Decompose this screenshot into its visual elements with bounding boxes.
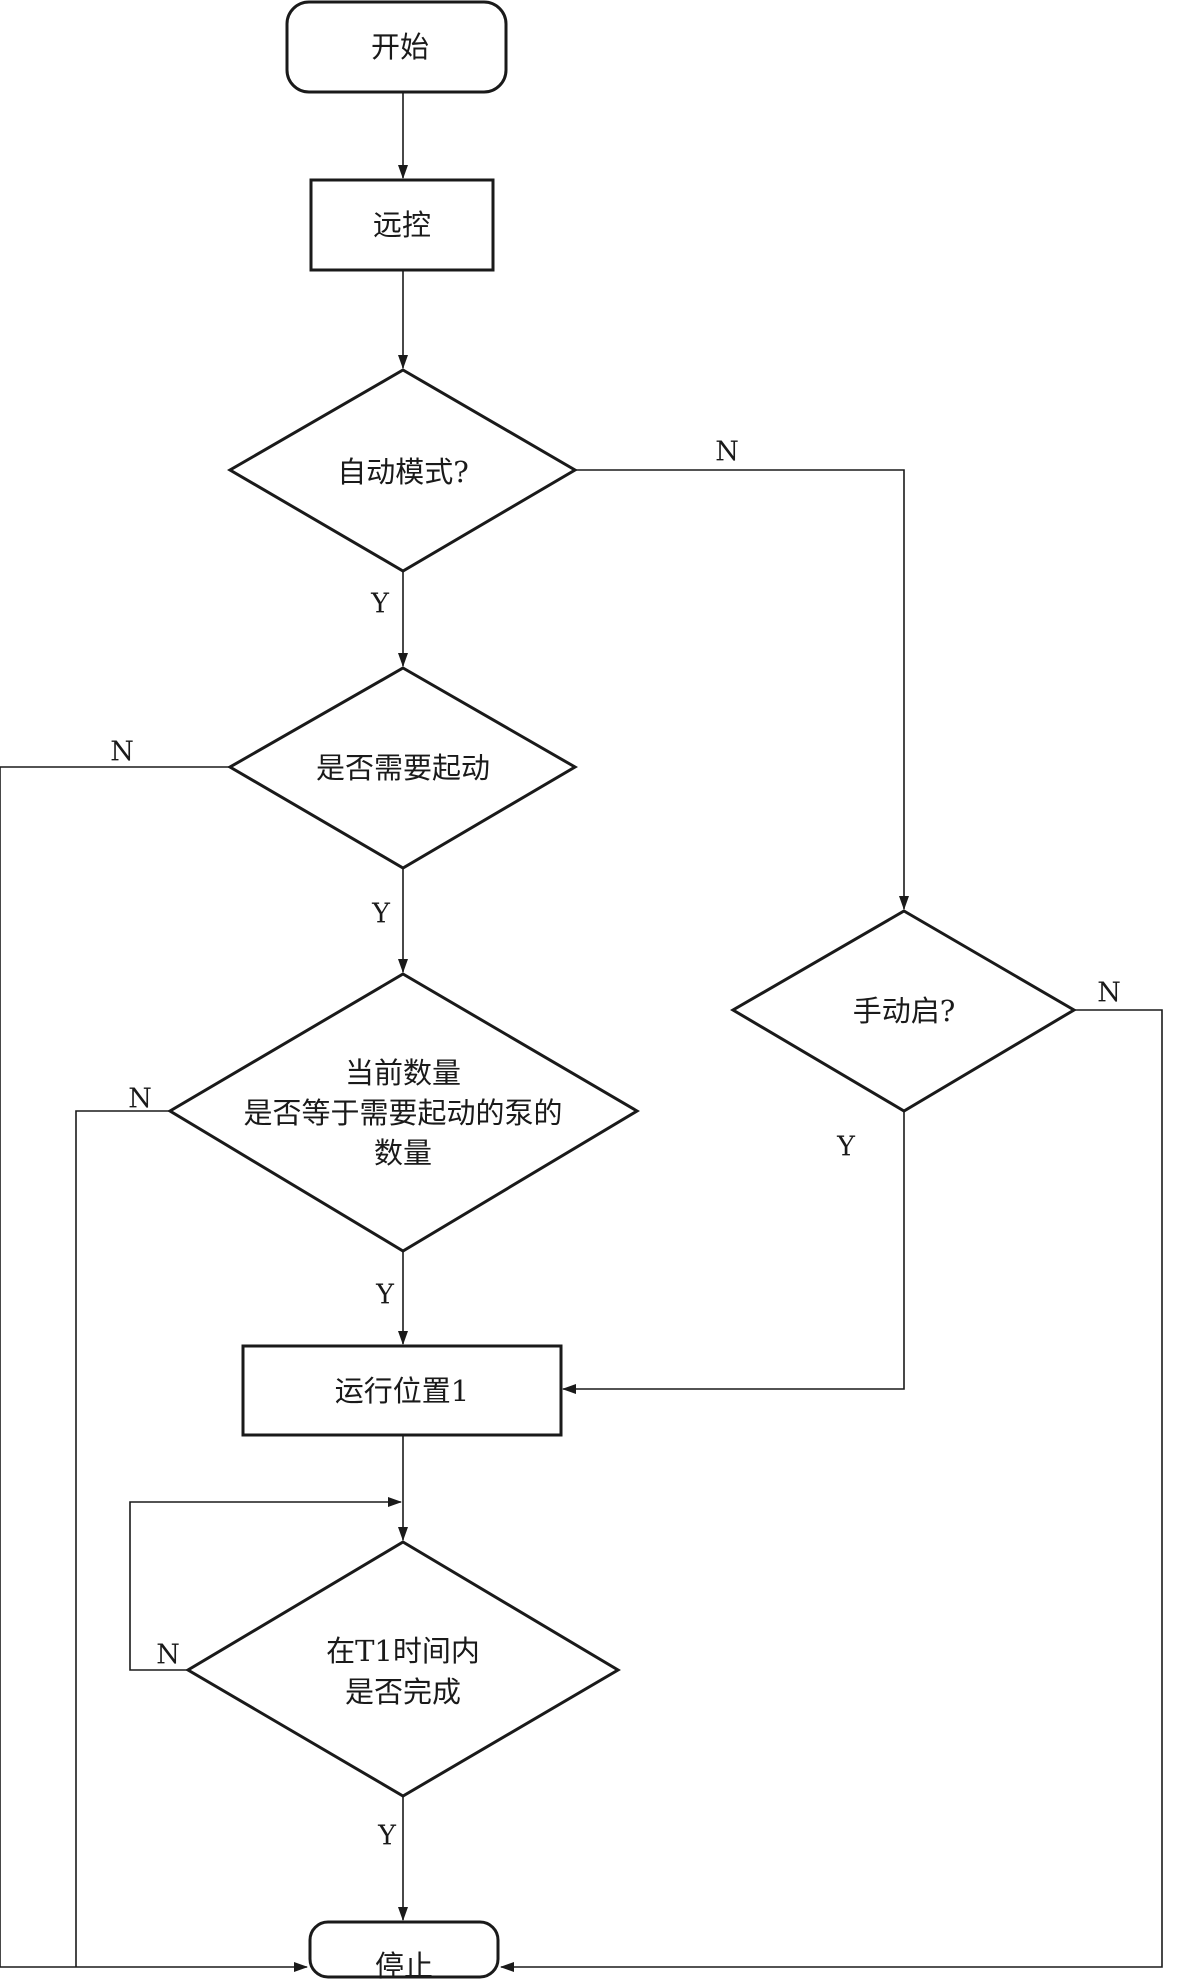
- manual-start-label: 手动启?: [853, 994, 956, 1028]
- run-position-process-shape: [241, 1344, 563, 1437]
- count-check-label-line-2: 是否等于需要起动的泵的: [243, 1096, 562, 1130]
- node-complete-check: 在T1时间内 是否完成: [185, 1540, 621, 1798]
- complete-check-decision-shape: [185, 1540, 621, 1798]
- need-start-no-label: N: [110, 737, 134, 768]
- edge-manual-no: [500, 1009, 1163, 1972]
- node-auto-mode: 自动模式?: [227, 368, 578, 573]
- node-manual-start: 手动启?: [730, 909, 1077, 1113]
- node-remote: 远控: [309, 178, 495, 272]
- manual-start-decision-shape: [730, 909, 1077, 1113]
- stop-terminal-shape: [308, 1920, 500, 1979]
- edge-count-no: [75, 1110, 170, 1967]
- complete-check-label-line-1: 在T1时间内: [326, 1634, 480, 1668]
- need-start-decision-shape: [227, 666, 578, 870]
- manual-no-label: N: [1097, 978, 1121, 1009]
- edge-labels: N Y N Y N Y N Y N Y: [110, 437, 1121, 1852]
- auto-mode-no-label: N: [715, 437, 739, 468]
- complete-no-label: N: [156, 1640, 180, 1671]
- auto-mode-yes-label: Y: [370, 589, 390, 620]
- node-start: 开始: [285, 0, 508, 94]
- count-yes-label: Y: [375, 1280, 395, 1311]
- start-label: 开始: [371, 30, 429, 64]
- node-stop: 停止: [308, 1920, 500, 1979]
- start-terminal-shape: [285, 0, 508, 94]
- auto-mode-decision-shape: [227, 368, 578, 573]
- count-check-label-line-1: 当前数量: [345, 1056, 461, 1090]
- need-start-label: 是否需要起动: [316, 751, 490, 785]
- count-check-decision-shape: [167, 972, 640, 1253]
- stop-label: 停止: [375, 1949, 433, 1979]
- remote-process-shape: [309, 178, 495, 272]
- node-run-position: 运行位置1: [241, 1344, 563, 1437]
- complete-yes-label: Y: [377, 1821, 397, 1852]
- complete-check-label-line-2: 是否完成: [345, 1675, 461, 1709]
- edge-auto-mode-no: [575, 469, 909, 910]
- edge-need-start-no: [0, 766, 230, 1967]
- run-position-label: 运行位置1: [335, 1374, 469, 1408]
- auto-mode-label: 自动模式?: [337, 455, 469, 489]
- need-start-yes-label: Y: [371, 899, 391, 930]
- edge-manual-yes: [562, 1111, 905, 1394]
- count-no-label: N: [128, 1084, 152, 1115]
- manual-yes-label: Y: [836, 1132, 856, 1163]
- count-check-label-line-3: 数量: [374, 1136, 432, 1170]
- remote-label: 远控: [373, 208, 431, 242]
- node-count-check: 当前数量 是否等于需要起动的泵的 数量: [167, 972, 640, 1253]
- connectors: [0, 92, 1163, 1972]
- node-need-start: 是否需要起动: [227, 666, 578, 870]
- edge-complete-no: [129, 1497, 402, 1671]
